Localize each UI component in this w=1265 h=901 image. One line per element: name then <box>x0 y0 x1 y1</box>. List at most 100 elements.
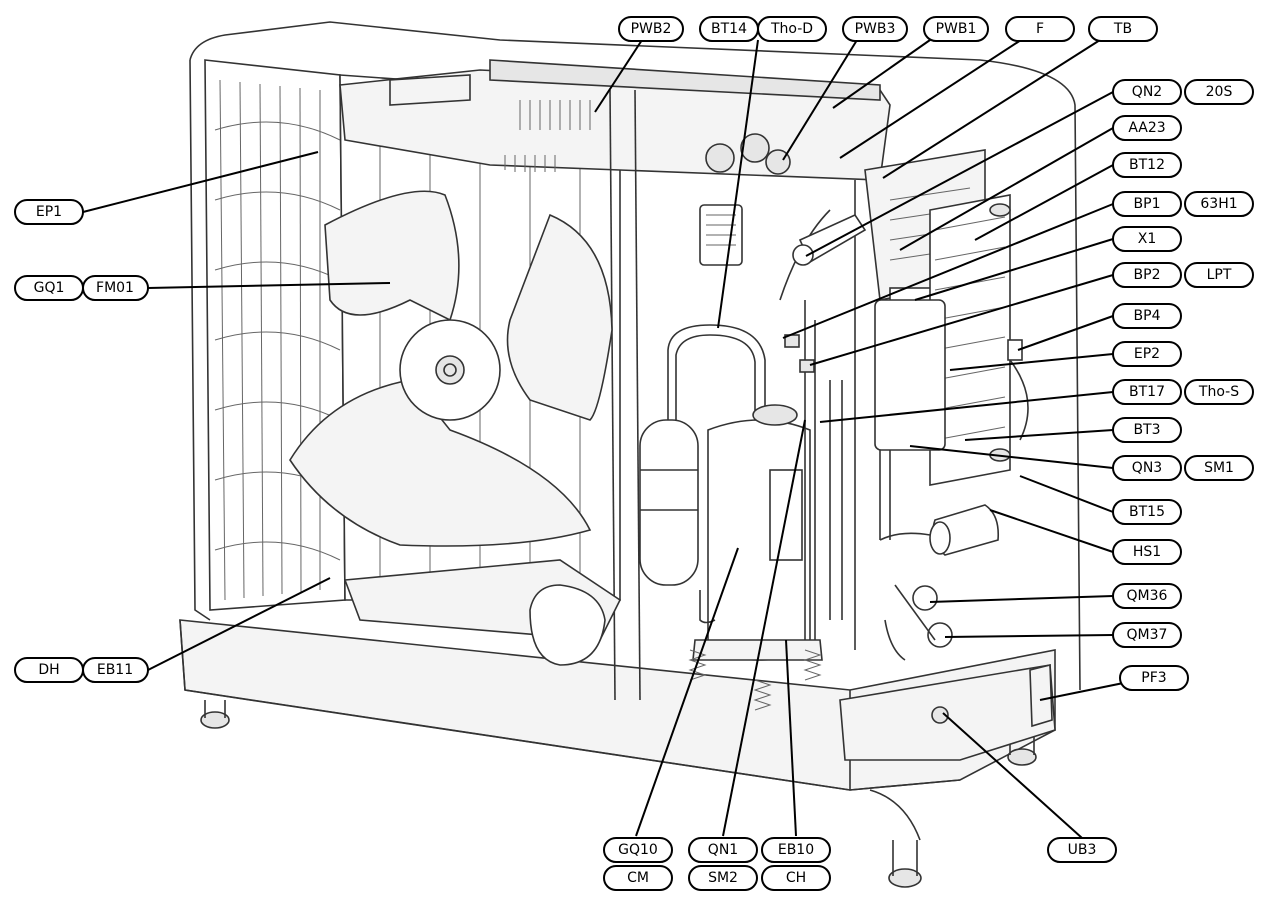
label-text: CH <box>786 870 806 886</box>
label-PWB3: PWB3 <box>842 16 908 42</box>
label-BT15: BT15 <box>1112 499 1182 525</box>
leader-PWB3 <box>782 39 858 161</box>
label-text: Tho-D <box>770 21 813 37</box>
label-X1: X1 <box>1112 226 1182 252</box>
label-text: QM37 <box>1127 627 1168 643</box>
label-63H1: 63H1 <box>1184 191 1254 217</box>
label-EP2: EP2 <box>1112 341 1182 367</box>
label-PF3: PF3 <box>1119 665 1189 691</box>
label-text: BP2 <box>1134 267 1161 283</box>
label-CM: CM <box>603 865 673 891</box>
label-QM36: QM36 <box>1112 583 1182 609</box>
label-text: BP4 <box>1134 308 1161 324</box>
label-BP2: BP2 <box>1112 262 1182 288</box>
label-BP4: BP4 <box>1112 303 1182 329</box>
label-text: 20S <box>1206 84 1233 100</box>
label-text: QN3 <box>1132 460 1162 476</box>
label-text: DH <box>38 662 59 678</box>
leader-lines <box>82 39 1149 839</box>
leader-QM37 <box>944 634 1114 638</box>
label-text: SM1 <box>1204 460 1234 476</box>
label-EB10: EB10 <box>761 837 831 863</box>
leader-QM36 <box>929 595 1114 603</box>
leader-DH <box>147 577 331 671</box>
label-Tho-D: Tho-D <box>757 16 827 42</box>
label-QN1: QN1 <box>688 837 758 863</box>
leader-EP1 <box>82 151 319 213</box>
label-BT17: BT17 <box>1112 379 1182 405</box>
label-EP1: EP1 <box>14 199 84 225</box>
label-TB: TB <box>1088 16 1158 42</box>
labels: PWB2 BT14 Tho-D PWB3 PWB1 F TB QN2 20S A… <box>14 16 1254 891</box>
label-DH: DH <box>14 657 84 683</box>
label-text: F <box>1036 21 1044 37</box>
leader-PWB2 <box>594 39 643 113</box>
label-BT3: BT3 <box>1112 417 1182 443</box>
leader-QN3 <box>909 445 1114 469</box>
label-text: BT17 <box>1129 384 1165 400</box>
label-text: SM2 <box>708 870 738 886</box>
label-PWB2: PWB2 <box>618 16 684 42</box>
label-text: BT14 <box>711 21 747 37</box>
leader-EP2 <box>949 353 1114 371</box>
label-text: GQ1 <box>34 280 65 296</box>
leader-GQ10 <box>635 547 739 837</box>
leader-BP2 <box>809 274 1114 366</box>
label-text: PWB2 <box>631 21 672 37</box>
leader-EB10 <box>785 639 797 837</box>
label-text: AA23 <box>1128 120 1165 136</box>
label-QN3: QN3 <box>1112 455 1182 481</box>
label-HS1: HS1 <box>1112 539 1182 565</box>
label-BT14: BT14 <box>699 16 759 42</box>
label-BT12: BT12 <box>1112 152 1182 178</box>
label-text: BP1 <box>1134 196 1161 212</box>
leader-UB3 <box>942 712 1083 839</box>
label-EB11: EB11 <box>82 657 149 683</box>
label-text: BT15 <box>1129 504 1165 520</box>
leader-TB <box>882 39 1101 179</box>
leader-QN1 <box>722 419 806 837</box>
label-text: CM <box>627 870 649 886</box>
label-LPT: LPT <box>1184 262 1254 288</box>
leader-PWB1 <box>832 39 931 109</box>
label-text: PF3 <box>1141 670 1166 686</box>
label-text: TB <box>1113 21 1132 37</box>
leader-BP1 <box>782 203 1114 339</box>
label-F: F <box>1005 16 1075 42</box>
label-QM37: QM37 <box>1112 622 1182 648</box>
unit-illustration <box>179 21 1081 888</box>
label-text: GQ10 <box>618 842 658 858</box>
leader-GQ1 <box>147 282 391 289</box>
label-text: QN1 <box>708 842 738 858</box>
label-text: 63H1 <box>1200 196 1237 212</box>
leader-BT12 <box>974 164 1114 241</box>
label-text: BT3 <box>1133 422 1160 438</box>
leader-X1 <box>914 238 1114 301</box>
leader-BT14 <box>717 39 759 329</box>
leader-QN2 <box>805 91 1114 257</box>
label-text: QN2 <box>1132 84 1162 100</box>
label-text: BT12 <box>1129 157 1165 173</box>
label-text: EB10 <box>778 842 814 858</box>
label-text: EP2 <box>1134 346 1160 362</box>
label-text: PWB1 <box>936 21 977 37</box>
label-text: UB3 <box>1068 842 1097 858</box>
label-CH: CH <box>761 865 831 891</box>
leader-F <box>839 39 1022 159</box>
label-GQ1: GQ1 <box>14 275 84 301</box>
label-FM01: FM01 <box>82 275 149 301</box>
label-text: HS1 <box>1133 544 1161 560</box>
label-GQ10: GQ10 <box>603 837 673 863</box>
label-text: X1 <box>1138 231 1157 247</box>
leader-AA23 <box>899 127 1114 251</box>
label-SM2: SM2 <box>688 865 758 891</box>
leader-BT3 <box>964 429 1114 441</box>
label-20S: 20S <box>1184 79 1254 105</box>
leader-BT15 <box>1019 475 1114 513</box>
label-PWB1: PWB1 <box>923 16 989 42</box>
label-UB3: UB3 <box>1047 837 1117 863</box>
label-QN2: QN2 <box>1112 79 1182 105</box>
label-Tho-S: Tho-S <box>1184 379 1254 405</box>
